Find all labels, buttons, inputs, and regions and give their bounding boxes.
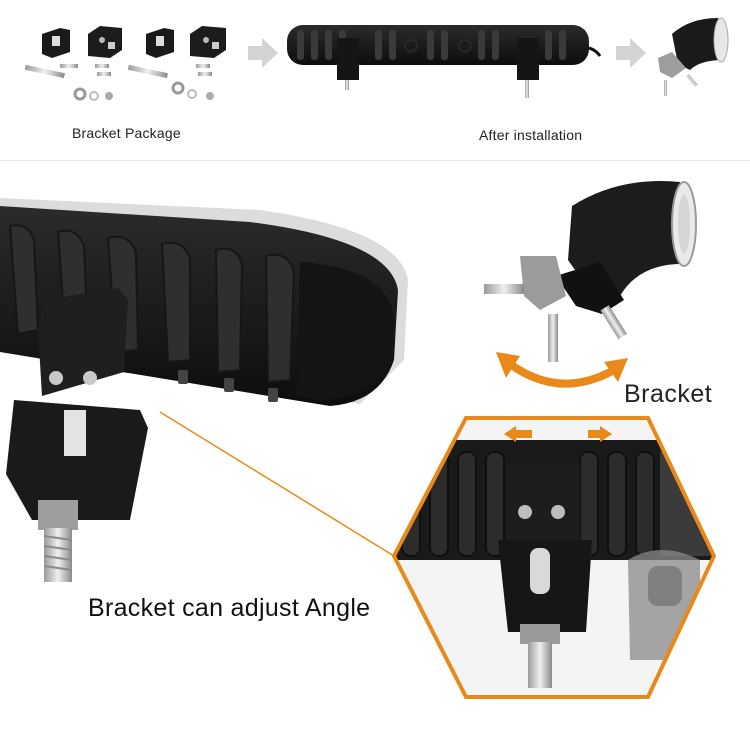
bracket-lamp-illustration xyxy=(484,181,697,362)
label-adjust-angle: Bracket can adjust Angle xyxy=(88,594,371,622)
light-bar-closeup xyxy=(0,198,408,582)
rotation-arrow-icon xyxy=(496,352,628,388)
caption-bracket-package: Bracket Package xyxy=(72,125,181,141)
arrow-right-icon xyxy=(248,38,278,68)
hexagon-detail xyxy=(391,416,717,699)
arrow-right-icon-2 xyxy=(616,38,646,68)
caption-after-installation: After installation xyxy=(479,127,583,143)
arrow-right-small-icon xyxy=(588,426,612,442)
small-lamp-thumbnail xyxy=(658,17,729,96)
divider xyxy=(0,160,750,161)
arrow-left-icon xyxy=(504,426,532,442)
label-bracket: Bracket xyxy=(624,380,713,408)
light-bar-installed xyxy=(287,25,602,98)
callout-leader-line xyxy=(159,411,395,557)
bracket-package-parts xyxy=(24,26,226,101)
